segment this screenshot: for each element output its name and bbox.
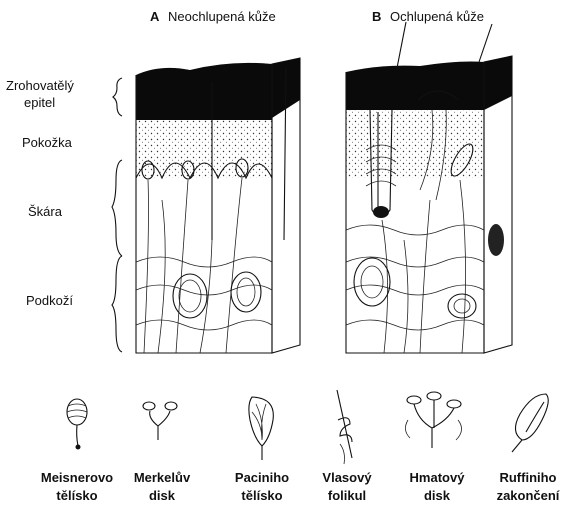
ruffini-icon xyxy=(512,394,548,452)
panel-b-title: B Ochlupená kůže xyxy=(372,9,484,24)
hair-follicle-icon xyxy=(337,390,352,464)
panel-b-hair-2 xyxy=(479,24,492,62)
layer-braces xyxy=(112,78,122,352)
receptor-label-touch-disk-2: disk xyxy=(424,488,451,503)
panel-b-connective xyxy=(346,225,484,330)
receptor-label-meissner-2: tělísko xyxy=(56,488,97,503)
brace-stratum xyxy=(113,78,122,116)
panel-b-hair-1 xyxy=(397,22,406,68)
touch-disk-icon xyxy=(405,392,461,448)
panel-b-side-mark xyxy=(488,224,504,256)
brace-hypodermis xyxy=(112,256,122,352)
receptor-label-hair-follicle-2: folikul xyxy=(328,488,366,503)
panel-a-epidermis xyxy=(136,120,272,178)
panel-b-title-text: Ochlupená kůže xyxy=(390,9,484,24)
layer-label-dermis: Škára xyxy=(28,204,63,219)
panel-b-letter: B xyxy=(372,9,381,24)
receptor-labels: Meisnerovo tělísko Merkelův disk Pacinih… xyxy=(41,470,560,503)
receptor-label-pacinian: Paciniho xyxy=(235,470,289,485)
receptor-label-meissner: Meisnerovo xyxy=(41,470,113,485)
receptor-label-pacinian-2: tělísko xyxy=(241,488,282,503)
layer-labels: Zrohovatělý epitel Pokožka Škára Podkoží xyxy=(6,78,74,308)
receptor-label-ruffini: Ruffiniho xyxy=(499,470,556,485)
layer-label-hypodermis: Podkoží xyxy=(26,293,73,308)
panel-a-skin-block xyxy=(136,58,300,353)
receptor-label-touch-disk: Hmatový xyxy=(410,470,466,485)
receptor-icons xyxy=(67,390,548,464)
layer-label-stratum-corneum: Zrohovatělý xyxy=(6,78,74,93)
receptor-label-hair-follicle: Vlasový xyxy=(322,470,372,485)
panel-a-connective xyxy=(136,257,272,330)
meissner-icon xyxy=(67,399,87,450)
layer-label-stratum-corneum-2: epitel xyxy=(24,95,55,110)
brace-dermis xyxy=(112,160,122,256)
panel-b-epidermis xyxy=(346,110,484,178)
panel-a-stratum-corneum xyxy=(136,63,272,120)
panel-b-stratum-corneum xyxy=(346,62,484,111)
receptor-label-merkel-2: disk xyxy=(149,488,176,503)
receptor-label-merkel: Merkelův xyxy=(134,470,191,485)
layer-label-epidermis: Pokožka xyxy=(22,135,73,150)
merkel-disk-icon xyxy=(143,402,177,440)
panel-a-pacinian xyxy=(173,272,261,318)
panel-b-side-corneum xyxy=(484,56,512,110)
panel-a-title: A Neochlupená kůže xyxy=(150,9,276,24)
panel-b-skin-block xyxy=(346,22,512,353)
pacinian-icon xyxy=(249,397,273,460)
panel-a-title-text: Neochlupená kůže xyxy=(168,9,276,24)
panel-a-letter: A xyxy=(150,9,160,24)
receptor-label-ruffini-2: zakončení xyxy=(497,488,560,503)
